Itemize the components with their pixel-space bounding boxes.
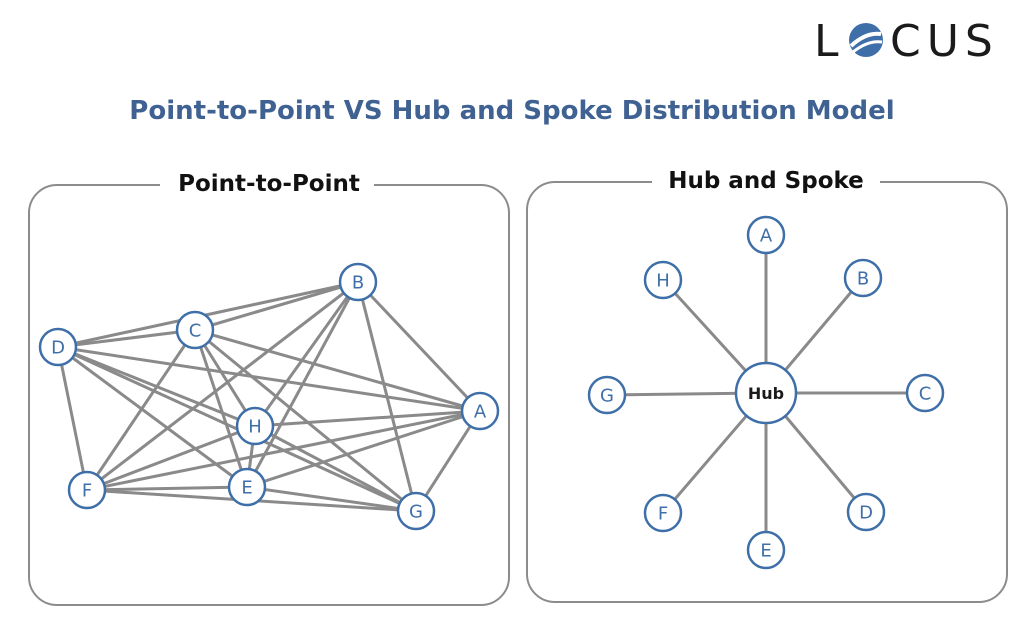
p2p-node-circle-a (460, 391, 500, 431)
hs-node-label-c: C (919, 384, 932, 405)
p2p-edge-f-e (86, 485, 248, 492)
hs-node-h: H (643, 260, 683, 300)
hs-node-label-f: F (658, 504, 668, 525)
p2p-edge-b-h (253, 281, 360, 427)
hs-node-circle-f (643, 493, 683, 533)
p2p-edge-c-a (194, 328, 481, 413)
p2p-node-circle-c (175, 310, 215, 350)
p2p-node-h: H (235, 406, 275, 446)
hs-node-b: B (843, 258, 883, 298)
p2p-node-f: F (67, 470, 107, 510)
p2p-node-circle-h (235, 406, 275, 446)
p2p-node-label-g: G (409, 502, 423, 523)
p2p-edge-d-b (57, 280, 359, 349)
logo-globe-icon (849, 23, 883, 57)
point-to-point-panel-border (28, 184, 510, 606)
p2p-node-circle-b (338, 262, 378, 302)
p2p-node-b: B (338, 262, 378, 302)
p2p-node-label-d: D (51, 338, 65, 359)
hub-and-spoke-heading-mask (652, 166, 880, 196)
hs-node-g: G (587, 375, 627, 415)
locus-logo: L CUS (814, 16, 999, 67)
p2p-edge-f-h (86, 424, 256, 492)
point-to-point-panel: Point-to-Point A B C D E F G H (28, 170, 510, 606)
hs-node-circle-e (746, 530, 786, 570)
hs-node-label-g: G (600, 386, 614, 407)
hs-node-circle-h (643, 260, 683, 300)
p2p-edge-a-g (414, 410, 482, 512)
hs-node-f: F (643, 493, 683, 533)
hs-node-label-a: A (760, 226, 773, 247)
point-to-point-heading-mask (160, 170, 374, 200)
p2p-edge-b-a (356, 280, 482, 413)
point-to-point-nodes: A B C D E F G H (38, 262, 500, 531)
p2p-node-c: C (175, 310, 215, 350)
p2p-edge-d-c (57, 328, 196, 349)
hs-node-c: C (905, 373, 945, 413)
p2p-edge-c-b (194, 280, 359, 332)
hub-node: Hub (734, 361, 798, 425)
hub-circle (734, 361, 798, 425)
page-title: Point-to-Point VS Hub and Spoke Distribu… (129, 96, 895, 126)
hs-node-circle-g (587, 375, 627, 415)
p2p-node-label-h: H (248, 417, 262, 438)
p2p-node-circle-g (396, 491, 436, 531)
hub-label: Hub (748, 384, 784, 403)
p2p-edge-d-f (56, 346, 89, 491)
p2p-edge-e-g (246, 485, 417, 513)
hs-node-label-h: H (656, 271, 670, 292)
p2p-node-circle-f (67, 470, 107, 510)
hs-node-d: D (846, 492, 886, 532)
p2p-edge-e-a (246, 409, 481, 489)
point-to-point-edges (56, 280, 482, 513)
p2p-node-label-c: C (189, 321, 202, 342)
p2p-edge-d-a (57, 345, 481, 413)
hs-node-circle-a (746, 215, 786, 255)
p2p-node-a: A (460, 391, 500, 431)
hub-and-spoke-heading: Hub and Spoke (668, 168, 864, 194)
hs-node-circle-b (843, 258, 883, 298)
hub-and-spoke-nodes: A B C D E F G H (587, 215, 945, 570)
p2p-node-label-a: A (474, 402, 487, 423)
p2p-edge-c-g (194, 328, 417, 513)
hs-node-label-b: B (857, 269, 869, 290)
p2p-edge-b-g (356, 281, 418, 512)
p2p-edge-h-a (254, 409, 481, 428)
logo-text-right: CUS (890, 16, 999, 67)
p2p-edge-b-f (86, 280, 359, 492)
hs-node-circle-d (846, 492, 886, 532)
hs-node-label-d: D (859, 503, 873, 524)
p2p-edge-h-g (254, 424, 417, 513)
p2p-node-label-e: E (241, 478, 252, 499)
p2p-node-g: G (396, 491, 436, 531)
p2p-node-circle-e (227, 467, 267, 507)
point-to-point-heading: Point-to-Point (178, 171, 360, 197)
p2p-node-d: D (38, 327, 78, 367)
p2p-node-label-b: B (352, 273, 364, 294)
hs-node-label-e: E (760, 541, 771, 562)
p2p-node-label-f: F (82, 481, 92, 502)
hs-node-a: A (746, 215, 786, 255)
hub-and-spoke-panel: Hub and Spoke A B C D E F G H Hub (526, 166, 1008, 603)
p2p-node-circle-d (38, 327, 78, 367)
logo-text-left: L (814, 16, 845, 67)
hs-node-e: E (746, 530, 786, 570)
p2p-edge-c-f (85, 329, 197, 491)
p2p-edge-f-a (86, 409, 481, 492)
hs-node-circle-c (905, 373, 945, 413)
p2p-node-e: E (227, 467, 267, 507)
